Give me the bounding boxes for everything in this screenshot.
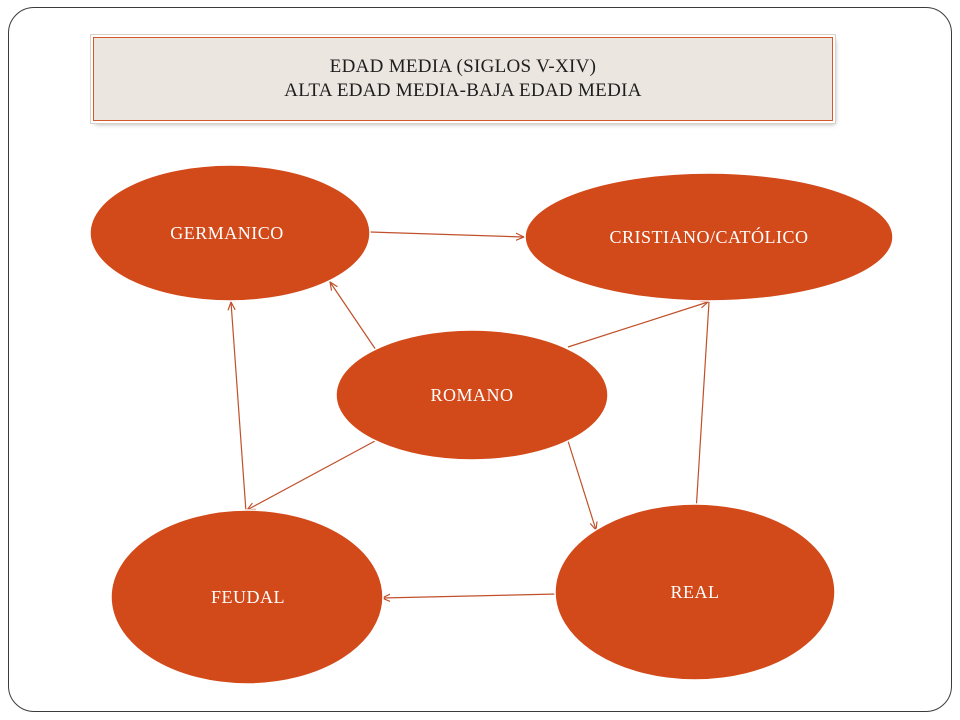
node-real-label: REAL (671, 582, 720, 602)
title-line-2: ALTA EDAD MEDIA-BAJA EDAD MEDIA (284, 80, 642, 101)
node-feudal-label: FEUDAL (211, 587, 285, 607)
edge-romano-to-feudal (247, 440, 376, 510)
node-germanico-label: GERMANICO (170, 223, 284, 243)
edge-real-to-feudal (382, 593, 558, 598)
node-cristiano: CRISTIANO/CATÓLICO (524, 172, 894, 302)
edge-cristiano-to-real (696, 301, 710, 512)
edge-germanico-to-cristiano (369, 231, 524, 237)
node-cristiano-label: CRISTIANO/CATÓLICO (609, 226, 808, 247)
title-box: EDAD MEDIA (SIGLOS V-XIV) ALTA EDAD MEDI… (93, 37, 833, 121)
edge-romano-to-germanico (330, 282, 377, 351)
edge-feudal-to-germanico (231, 302, 247, 513)
node-germanico: GERMANICO (89, 164, 371, 302)
edge-romano-to-cristiano (567, 302, 708, 348)
node-romano-label: ROMANO (430, 385, 513, 405)
edge-romano-to-real (567, 440, 596, 530)
title-line-1: EDAD MEDIA (SIGLOS V-XIV) (329, 56, 597, 77)
node-romano: ROMANO (335, 329, 609, 461)
node-real: REAL (554, 503, 836, 681)
node-feudal: FEUDAL (110, 509, 384, 685)
